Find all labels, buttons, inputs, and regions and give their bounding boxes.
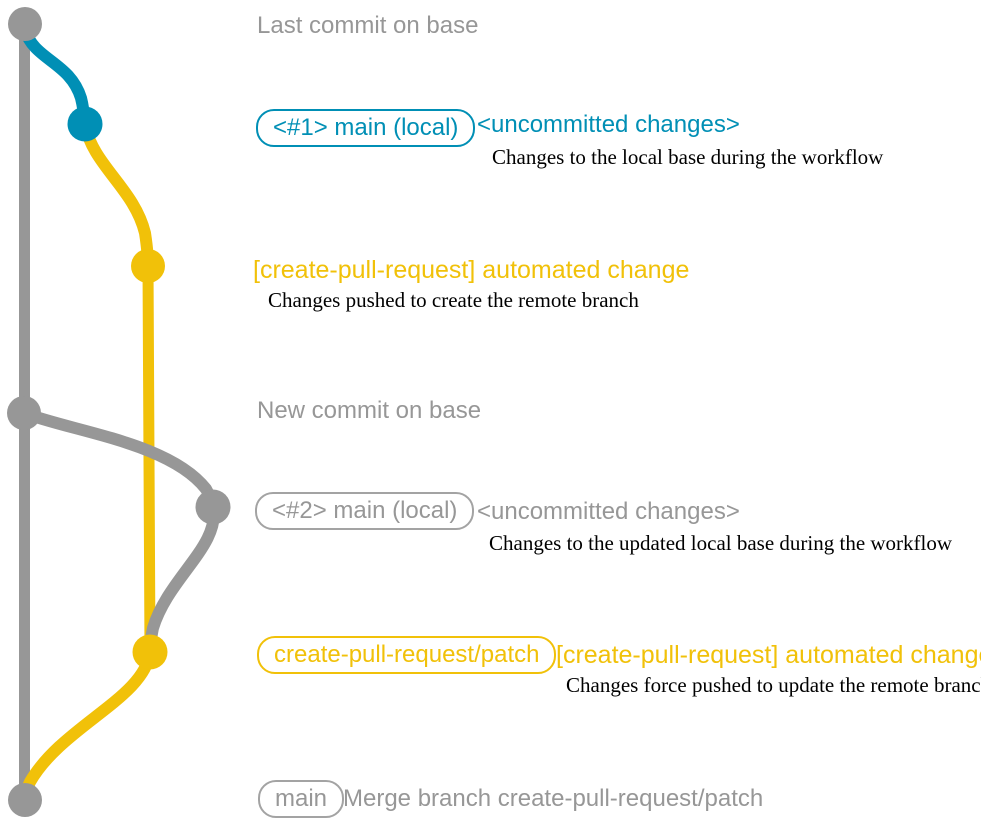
automated-change-2-label: [create-pull-request] automated change	[556, 641, 981, 669]
automated-change-1-description: Changes pushed to create the remote bran…	[268, 288, 639, 312]
branch-tag-main-local-2: <#2> main (local)	[255, 492, 475, 530]
new-commit-on-base-label: New commit on base	[257, 397, 482, 424]
commit-dot-main-local-2	[195, 489, 231, 525]
commit-dot-new-base	[7, 396, 41, 430]
patch-branch-line	[142, 260, 156, 658]
uncommitted-changes-1-description: Changes to the local base during the wor…	[492, 145, 884, 169]
commit-dot-patch-1	[131, 249, 165, 283]
force-push-curve	[144, 501, 220, 658]
commit-dot-patch-2	[132, 634, 168, 670]
branch-tag-main: main	[258, 780, 345, 818]
branch-tag-patch: create-pull-request/patch	[257, 636, 557, 674]
automated-change-1-label: [create-pull-request] automated change	[253, 256, 690, 284]
commit-dot-last-base	[8, 7, 42, 41]
uncommitted-changes-1-label: <uncommitted changes>	[477, 111, 740, 138]
commit-dot-main-local-1	[67, 106, 103, 142]
last-commit-on-base-label: Last commit on base	[257, 12, 479, 39]
merge-curve	[19, 646, 156, 806]
patch-branch-create-curve	[79, 118, 154, 272]
automated-change-2-description: Changes force pushed to update the remot…	[566, 673, 981, 697]
uncommitted-changes-2-description: Changes to the updated local base during…	[489, 531, 953, 555]
merge-branch-label: Merge branch create-pull-request/patch	[343, 785, 764, 812]
uncommitted-changes-2-label: <uncommitted changes>	[477, 498, 740, 525]
commit-dot-merge	[8, 783, 42, 817]
branch-tag-main-local-1: <#1> main (local)	[256, 109, 476, 147]
uncommitted-changes-2-curve-out	[18, 407, 219, 513]
